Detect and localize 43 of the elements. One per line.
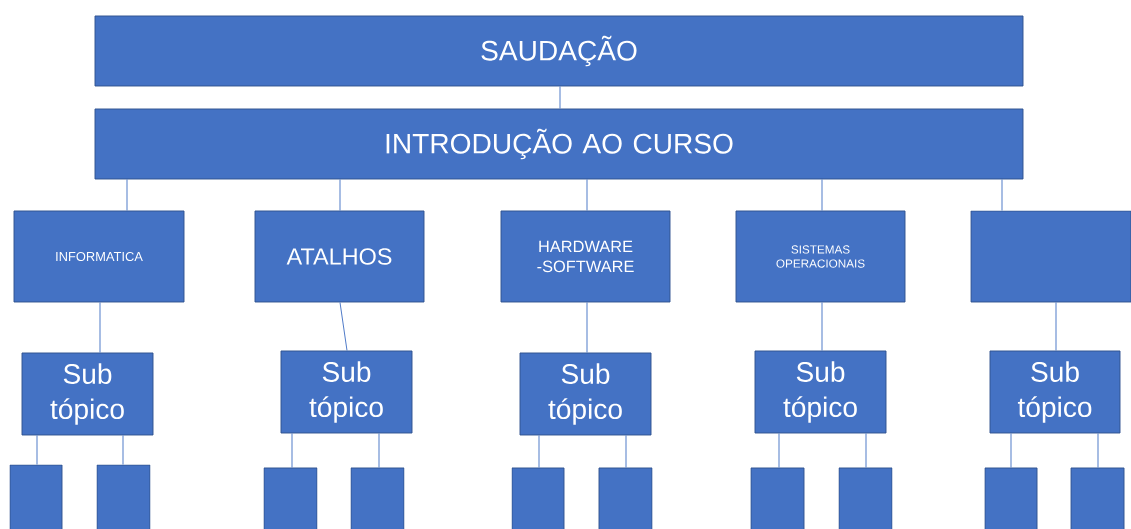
topic-box: ATALHOS [254,210,425,303]
empty-box [96,464,151,529]
empty-box [511,467,565,529]
topic-box: INTRODUÇÃO AO CURSO [94,108,1024,180]
empty-box [984,467,1038,529]
connector-line [339,302,348,351]
connector-line [339,179,341,211]
connector-line [1097,433,1099,468]
connector-line [625,435,627,468]
empty-box [9,464,63,529]
connector-line [122,435,124,465]
topic-box: HARDWARE -SOFTWARE [500,210,671,303]
empty-box [970,210,1131,303]
empty-box [750,467,805,529]
connector-line [1010,433,1012,468]
topic-box: Sub tópico [280,350,413,434]
topic-box: Sub tópico [754,350,887,434]
empty-box [598,467,653,529]
connector-line [586,302,588,353]
connector-line [559,86,561,109]
topic-box: Sub tópico [989,350,1121,434]
empty-box [350,467,405,529]
connector-line [586,179,588,211]
connector-line [821,179,823,211]
topic-box: SAUDAÇÃO [94,15,1024,87]
topic-box: SISTEMAS OPERACIONAIS [735,210,906,303]
connector-line [1001,179,1003,211]
connector-line [1055,302,1057,351]
connector-line [778,433,780,468]
connector-line [99,302,101,353]
connector-line [538,435,540,468]
topic-box: Sub tópico [519,352,652,436]
empty-box [1070,467,1125,529]
connector-line [378,433,380,468]
empty-box [263,467,318,529]
connector-line [291,433,293,468]
empty-box [838,467,893,529]
connector-line [126,179,128,211]
connector-line [865,433,867,468]
connector-line [821,302,823,351]
connector-line [36,435,38,465]
topic-box: Sub tópico [21,352,154,436]
topic-box: INFORMATICA [13,210,185,303]
